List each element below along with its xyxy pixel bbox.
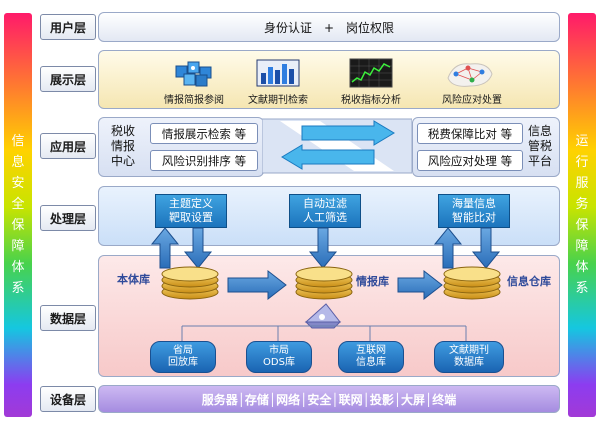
database-item: 互联网 信息库 — [338, 341, 404, 373]
side-left-char: 全 — [11, 197, 25, 212]
right-side-bar: 运 行 服 务 保 障 体 系 — [568, 13, 596, 417]
display-item-label: 税收指标分析 — [341, 95, 401, 106]
user-band-text: 身份认证 + 岗位权限 — [263, 20, 395, 35]
display-item-label: 情报简报参阅 — [164, 95, 224, 106]
database-label-line: 市局 — [269, 345, 289, 356]
right-arrow-icon — [301, 120, 395, 146]
app-right-item: 风险应对处理 等 — [417, 150, 523, 171]
side-right-char: 体 — [575, 260, 589, 275]
side-left-char: 系 — [11, 281, 25, 296]
left-arrow-icon — [281, 144, 375, 170]
app-left-item: 风险识别排序 等 — [150, 150, 258, 171]
database-label-line: 回放库 — [168, 357, 198, 368]
processing-box-line: 自动过滤 — [303, 197, 347, 210]
layer-label-application: 应用层 — [40, 133, 96, 159]
app-exchange-connector — [262, 118, 412, 174]
side-right-char: 保 — [575, 218, 589, 233]
database-item: 文献期刊 数据库 — [434, 341, 504, 373]
app-right-title: 信息 管税 平台 — [522, 124, 558, 169]
database-label-line: 文献期刊 — [449, 345, 489, 356]
database-label-line: ODS库 — [263, 357, 295, 368]
app-right-item: 税费保障比对 等 — [417, 123, 523, 144]
database-item: 市局 ODS库 — [246, 341, 312, 373]
side-left-char: 体 — [11, 260, 25, 275]
coin-stack-icon — [443, 266, 501, 300]
prism-icon — [304, 303, 342, 329]
app-right-title-line: 信息 — [527, 124, 552, 138]
store-label: 信息仓库 — [507, 275, 551, 288]
user-band: 身份认证 + 岗位权限 — [98, 12, 560, 42]
bar-chart-icon — [256, 59, 300, 87]
down-arrow-icon — [471, 227, 501, 269]
data-flow-diagram — [150, 227, 501, 341]
side-left-char: 障 — [11, 239, 25, 254]
up-arrow-icon — [433, 227, 463, 269]
coin-stack-icon — [161, 266, 219, 300]
store-label: 本体库 — [117, 273, 150, 286]
processing-box-line: 人工筛选 — [303, 211, 347, 224]
database-item: 省局 回放库 — [150, 341, 216, 373]
app-right-title-line: 平台 — [527, 154, 552, 168]
app-left-title-line: 情报 — [110, 139, 135, 153]
cubes-icon — [175, 61, 212, 87]
right-arrow-icon — [397, 269, 443, 301]
side-left-char: 息 — [11, 155, 25, 170]
network-map-icon — [447, 63, 493, 87]
processing-box-line: 靶取设置 — [169, 211, 213, 224]
app-left-title-line: 税收 — [110, 124, 135, 138]
database-label-line: 信息库 — [356, 357, 386, 368]
layer-label-data: 数据层 — [40, 305, 96, 331]
up-arrow-icon — [150, 227, 180, 269]
processing-box-line: 海量信息 — [452, 197, 496, 210]
app-right-title-line: 管税 — [527, 139, 552, 153]
side-right-char: 运 — [575, 134, 589, 149]
database-label-line: 互联网 — [356, 345, 386, 356]
down-arrow-icon — [183, 227, 213, 269]
right-arrow-icon — [227, 269, 287, 301]
side-right-char: 服 — [575, 176, 589, 191]
side-right-char: 障 — [575, 239, 589, 254]
app-left-title: 税收 情报 中心 — [102, 124, 144, 169]
database-label-line: 省局 — [173, 345, 193, 356]
line-chart-icon — [349, 58, 393, 88]
down-arrow-icon — [308, 227, 338, 269]
layer-label-device: 设备层 — [40, 386, 96, 412]
layer-label-processing: 处理层 — [40, 205, 96, 231]
layer-label-display: 展示层 — [40, 66, 96, 92]
store-label: 情报库 — [356, 275, 389, 288]
side-right-char: 系 — [575, 281, 589, 296]
app-left-title-line: 中心 — [110, 154, 135, 168]
processing-box: 主题定义 靶取设置 — [155, 194, 227, 228]
display-item-label: 文献期刊检索 — [248, 95, 308, 106]
side-left-char: 保 — [11, 218, 25, 233]
coin-stack-icon — [295, 266, 353, 300]
side-left-char: 安 — [11, 176, 25, 191]
processing-box: 自动过滤 人工筛选 — [289, 194, 361, 228]
processing-box: 海量信息 智能比对 — [438, 194, 510, 228]
display-item-label: 风险应对处置 — [442, 95, 502, 106]
side-right-char: 行 — [575, 155, 589, 170]
side-left-char: 信 — [11, 134, 25, 149]
device-band-text: 服务器│存储│网络│安全│联网│投影│大屏│终端 — [201, 392, 457, 407]
database-label-line: 数据库 — [454, 357, 484, 368]
device-band: 服务器│存储│网络│安全│联网│投影│大屏│终端 — [98, 385, 560, 413]
layer-label-user: 用户层 — [40, 14, 96, 40]
side-right-char: 务 — [575, 197, 589, 212]
processing-box-line: 智能比对 — [452, 211, 496, 224]
processing-box-line: 主题定义 — [169, 197, 213, 210]
left-side-bar: 信 息 安 全 保 障 体 系 — [4, 13, 32, 417]
app-left-item: 情报展示检索 等 — [150, 123, 258, 144]
